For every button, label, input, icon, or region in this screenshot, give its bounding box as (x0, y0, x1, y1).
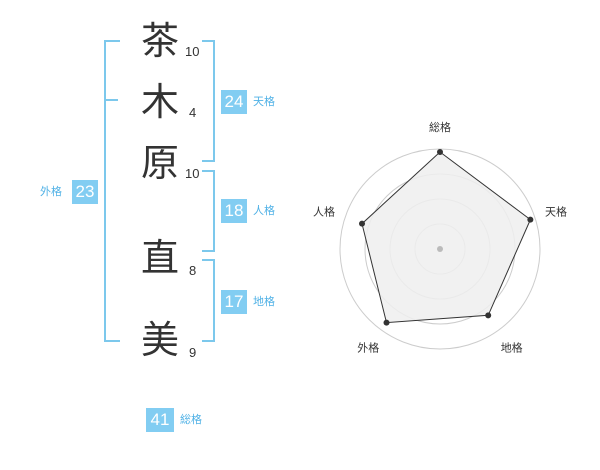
radar-center-dot (437, 246, 443, 252)
radar-axis-label-3: 地格 (501, 341, 523, 355)
radar-point-4 (383, 319, 390, 326)
stroke-count-1: 10 (185, 44, 200, 59)
radar-point-5 (359, 220, 366, 227)
gaikaku-score-box: 23 (72, 180, 98, 204)
jinkaku-bracket (202, 170, 215, 252)
tenkaku-score-box: 24 (221, 90, 247, 114)
gaikaku-bracket (104, 40, 120, 342)
stroke-count-3: 10 (185, 166, 200, 181)
name-char-3: 原 (140, 141, 179, 185)
tenkaku-label: 天格 (253, 95, 275, 108)
radar-point-3 (485, 312, 492, 319)
gaikaku-label: 外格 (40, 185, 62, 198)
soukaku-label: 総格 (180, 413, 202, 426)
jinkaku-label: 人格 (253, 204, 275, 217)
chikaku-bracket (202, 259, 215, 342)
tenkaku-bracket (202, 40, 215, 162)
radar-point-1 (437, 149, 443, 155)
jinkaku-score-box: 18 (221, 199, 247, 223)
radar-axis-label-1: 総格 (429, 120, 451, 134)
name-char-1: 茶 (140, 19, 179, 63)
radar-axis-label-4: 外格 (357, 341, 379, 355)
stroke-count-5: 9 (189, 345, 197, 360)
soukaku-score-box: 41 (146, 408, 174, 432)
radar-axis-label-2: 天格 (545, 204, 567, 218)
radar-area (361, 151, 532, 324)
gaikaku-bracket-inner-tick (106, 99, 118, 101)
chikaku-score-box: 17 (221, 290, 247, 314)
name-char-2: 木 (140, 80, 179, 124)
radar-point-2 (527, 216, 534, 223)
name-char-5: 美 (140, 318, 179, 362)
name-char-4: 直 (140, 236, 179, 280)
chikaku-label: 地格 (253, 295, 275, 308)
stroke-count-4: 8 (189, 263, 197, 278)
stroke-count-2: 4 (189, 105, 197, 120)
radar-points (359, 149, 534, 326)
radar-axis-label-5: 人格 (313, 204, 335, 218)
